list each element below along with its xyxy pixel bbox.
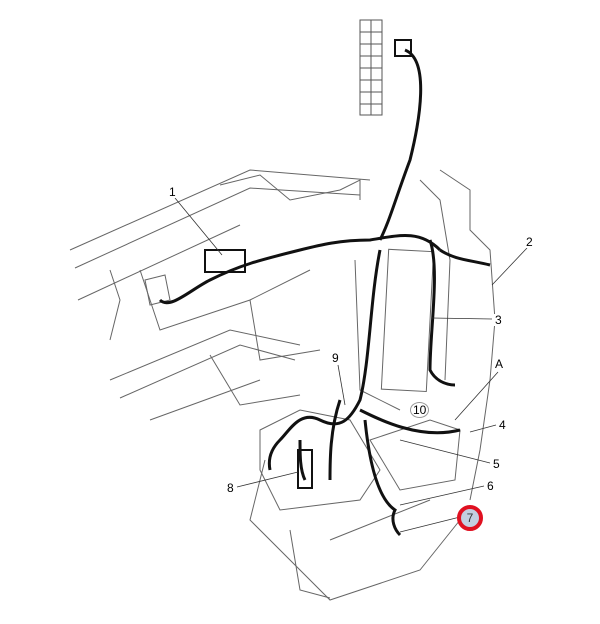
wiring-harness: [158, 48, 491, 537]
callout-6: 6: [486, 479, 495, 493]
callout-5: 5: [492, 457, 501, 471]
callout-9: 9: [331, 351, 340, 365]
callout-A: A: [494, 357, 505, 371]
callout-7-highlighted[interactable]: 7: [457, 505, 483, 531]
callout-8: 8: [226, 481, 235, 495]
connector-top: [394, 39, 412, 57]
callout-10: 10: [410, 402, 430, 418]
connector-8: [297, 449, 313, 489]
callout-2: 2: [525, 235, 534, 249]
callout-1: 1: [168, 185, 177, 199]
leader-lines: [174, 197, 528, 533]
callout-4: 4: [498, 418, 507, 432]
connector-1: [204, 249, 246, 273]
vehicle-frame: [69, 169, 496, 601]
relay-block-grid: [359, 19, 383, 116]
callout-3: 3: [494, 313, 503, 327]
